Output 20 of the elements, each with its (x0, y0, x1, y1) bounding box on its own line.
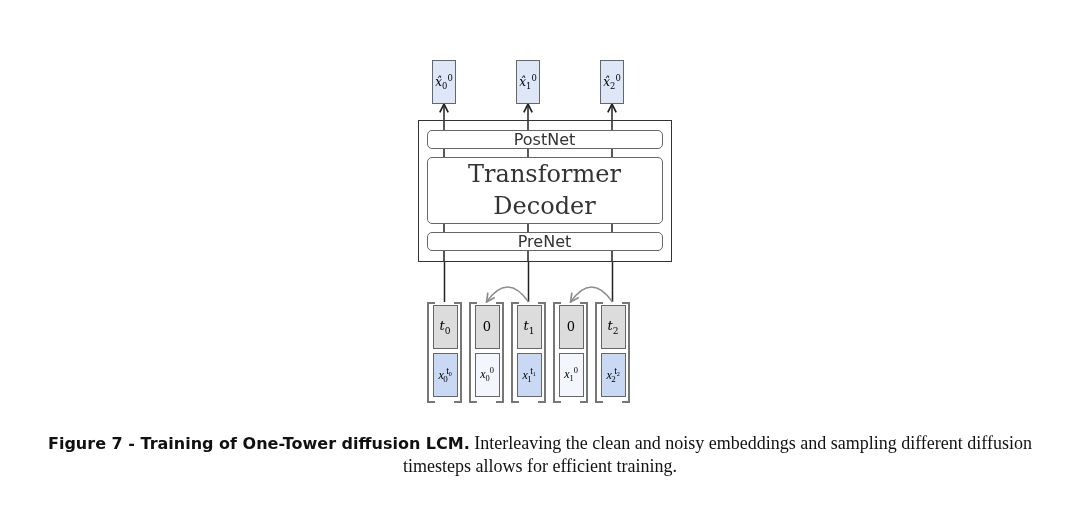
model-frame (418, 120, 672, 262)
figure-caption: Figure 7 - Training of One-Tower diffusion LCM. Interleaving the clean and noisy embeddings and sampling different diffusion timesteps allows for efficient training. (47, 432, 1033, 477)
token-box: t$_{1}$ (516, 304, 542, 349)
arrow (438, 103, 450, 121)
arrow (485, 286, 530, 303)
bracket-frame (427, 302, 462, 403)
token-box: 0 (474, 304, 500, 349)
prenet-box: PreNet (426, 231, 663, 251)
bracket-frame (553, 302, 588, 403)
token-box: t$_{2}$ (600, 304, 626, 349)
arrow (569, 286, 614, 303)
arrow (522, 103, 534, 121)
decoder-box: Transformer Decoder (426, 156, 663, 224)
arrow (606, 103, 618, 121)
bracket-frame (595, 302, 630, 403)
token-box: t$_{0}$ (432, 304, 458, 349)
token-box: 0 (558, 304, 584, 349)
bracket-frame (511, 302, 546, 403)
postnet-box: PostNet (426, 129, 663, 149)
bracket-frame (469, 302, 504, 403)
